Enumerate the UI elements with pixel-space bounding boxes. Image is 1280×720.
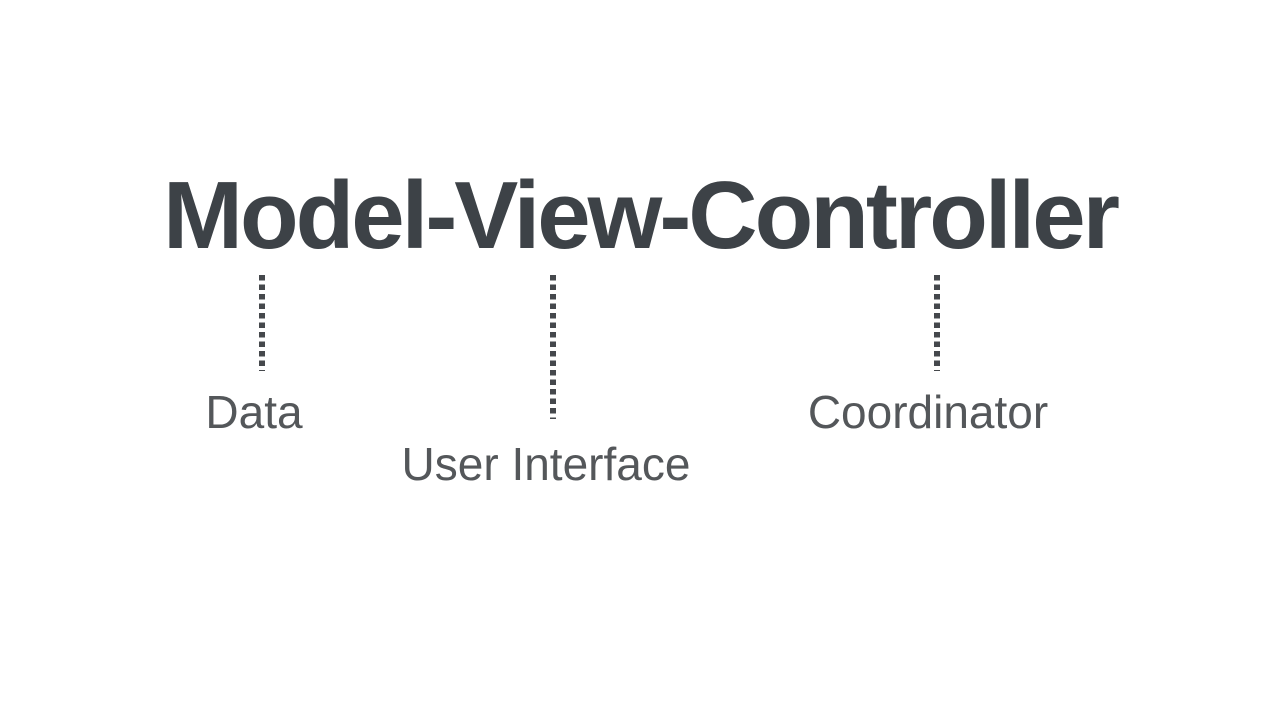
dotted-connector-model bbox=[259, 275, 265, 371]
diagram-title: Model-View-Controller bbox=[163, 162, 1120, 269]
dotted-connector-view bbox=[550, 275, 556, 419]
annotation-view-user-interface: User Interface bbox=[401, 438, 691, 490]
annotation-controller-coordinator: Coordinator bbox=[807, 386, 1049, 438]
annotation-model-data: Data bbox=[205, 386, 303, 438]
dotted-connector-controller bbox=[934, 275, 940, 371]
